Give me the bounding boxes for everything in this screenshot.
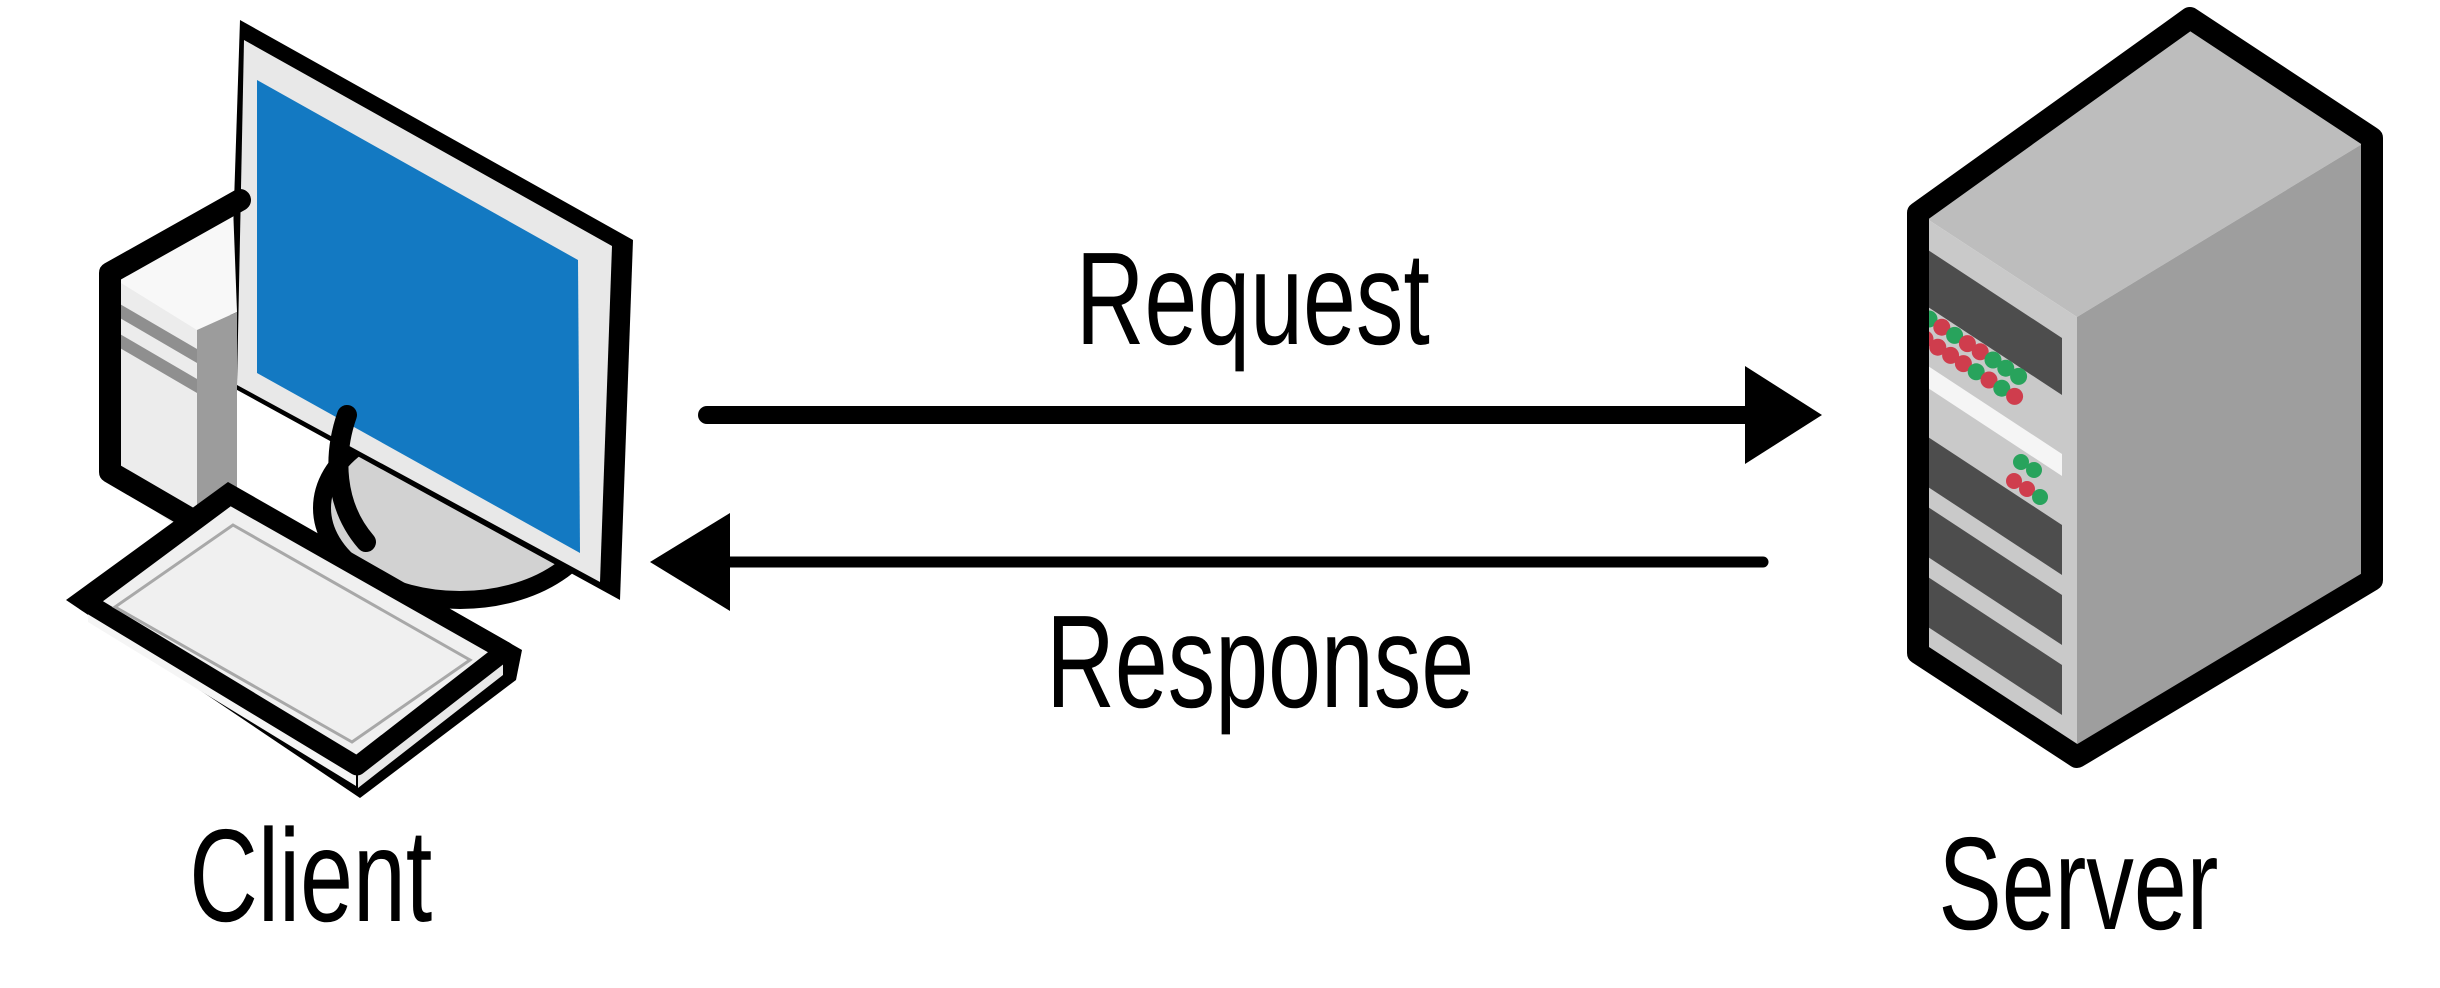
server-tower-icon (1907, 7, 2383, 768)
server-led-red (2006, 387, 2024, 405)
server-panel-strip (1928, 366, 2062, 476)
server-led-green (1967, 363, 1985, 381)
server-slot (1928, 507, 2062, 645)
server-led-red (1929, 338, 1947, 356)
server-led-red (1954, 355, 1972, 373)
server-label: Server (1778, 818, 2378, 950)
server-body (1907, 7, 2383, 768)
server-led-red (1933, 318, 1951, 336)
server-led-red (2006, 473, 2022, 489)
server-led-red (1958, 335, 1976, 353)
server-led-green (1997, 359, 2015, 377)
server-led-green (1984, 351, 2002, 369)
server-led-green (1993, 379, 2011, 397)
server-side-face (2077, 138, 2372, 757)
tower-outline (99, 189, 251, 533)
request-label: Request (953, 233, 1553, 365)
request-arrowhead-icon (1745, 366, 1822, 464)
response-label: Response (960, 596, 1560, 728)
client-label: Client (11, 810, 611, 942)
tower-drive-stripe (113, 300, 197, 363)
server-led-red (2019, 481, 2035, 497)
keyboard-top-face (76, 485, 515, 776)
response-arrow (650, 513, 1769, 611)
response-arrowhead-icon (650, 513, 730, 611)
desktop-computer-icon (66, 20, 633, 798)
server-led-green (2010, 367, 2028, 385)
tower-drive-stripe (113, 330, 197, 393)
server-led-green (2026, 462, 2042, 478)
server-led-red (1980, 371, 1998, 389)
client-label-text: Client (189, 802, 433, 949)
server-led-red (1971, 343, 1989, 361)
server-slot (1928, 577, 2062, 715)
server-slot (1928, 250, 2062, 395)
server-led-green (2032, 489, 2048, 505)
server-outline (1907, 7, 2383, 768)
monitor-screen (257, 80, 580, 553)
server-led-red (1942, 346, 1960, 364)
monitor-stand-neck (328, 405, 376, 552)
request-arrow (698, 366, 1822, 464)
request-label-text: Request (1076, 225, 1430, 372)
client-keyboard (66, 482, 522, 798)
tower-top-face (113, 206, 237, 330)
response-label-text: Response (1046, 588, 1474, 735)
server-slot (1928, 437, 2062, 575)
server-led-green (1946, 326, 1964, 344)
keyboard-keys-area (112, 523, 473, 744)
server-led-green (2013, 454, 2029, 470)
server-label-text: Server (1938, 810, 2218, 957)
server-top-face (1918, 18, 2372, 317)
client-monitor (228, 20, 633, 600)
